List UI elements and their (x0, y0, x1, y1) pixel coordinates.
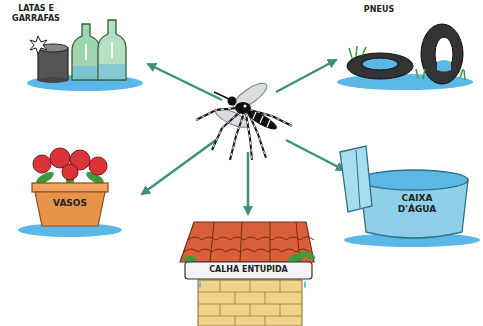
cans-and-bottles-part (98, 20, 126, 80)
tires-part-part (349, 46, 366, 58)
cans-and-bottles (27, 20, 143, 91)
arrow (142, 60, 344, 214)
arrow-part (247, 152, 250, 214)
clogged-gutter-part (185, 262, 312, 279)
cans-and-bottles-part (111, 42, 113, 58)
clogged-gutter-part-part (220, 304, 221, 316)
clogged-gutter-part (198, 280, 302, 326)
cans-and-bottles-part (73, 66, 99, 79)
tires-part (437, 60, 451, 72)
mosquito-part-part (253, 112, 256, 119)
clogged-gutter-part (199, 280, 306, 289)
clogged-gutter-part-part (265, 292, 266, 304)
clogged-gutter-part-part (250, 304, 251, 316)
mosquito-part (214, 92, 229, 99)
mosquito (196, 79, 292, 160)
clogged-gutter-part-part (210, 222, 214, 262)
flower-pot-part (35, 192, 105, 226)
mosquito-part-part (212, 112, 240, 150)
mosquito-part-part (196, 108, 238, 120)
clogged-gutter-part-part (299, 249, 316, 261)
cans-and-bottles-part (38, 48, 68, 80)
tires-part (349, 46, 465, 80)
tires-part-part (416, 69, 465, 80)
flower-pot (18, 148, 122, 237)
clogged-gutter-part-part (250, 280, 251, 292)
mosquito-part-part (260, 116, 263, 123)
clogged-gutter-part-part (270, 222, 271, 262)
clogged-gutter-part-part (188, 237, 314, 240)
mosquito-part-part (267, 120, 270, 127)
cans-and-bottles-part (72, 24, 100, 80)
clogged-gutter-part-part (183, 256, 197, 262)
arrow-part (286, 140, 344, 170)
tires-part (347, 53, 413, 79)
flower-pot-part (32, 183, 108, 192)
tires-part (421, 24, 463, 84)
clogged-gutter-part-part (265, 316, 266, 326)
mosquito-part (235, 102, 251, 114)
flower-pot-part-part (33, 155, 51, 173)
clogged-gutter-part-part (280, 304, 281, 316)
cans-and-bottles-part (85, 44, 87, 60)
clogged-gutter-part-part (240, 222, 242, 262)
flower-pot-part-part (62, 164, 78, 180)
mosquito-part-part (246, 114, 252, 160)
water-tank-part (340, 146, 372, 212)
flower-pot-part-part (89, 157, 107, 175)
clogged-gutter-part-part (280, 280, 281, 292)
tires-part (435, 37, 453, 71)
flower-pot-part (33, 148, 107, 180)
tires (337, 24, 473, 90)
mosquito-part-part (196, 108, 238, 120)
water-tank (340, 146, 480, 247)
clogged-gutter (180, 222, 317, 326)
mosquito-part (253, 112, 270, 127)
mosquito-part (196, 108, 292, 160)
part-label: CAIXA D'ÁGUA (386, 193, 448, 215)
clogged-gutter-part-part (220, 280, 221, 292)
water-tank-part (360, 170, 468, 190)
mosquito-part (245, 107, 279, 133)
arrow-part (276, 60, 336, 92)
mosquito-part (228, 97, 237, 106)
mosquito-part (196, 108, 292, 160)
cans-and-bottles-part (30, 36, 47, 54)
part-label: VASOS (40, 198, 100, 209)
clogged-gutter-part-part (184, 249, 310, 252)
arrow-part (142, 140, 216, 194)
clogged-gutter-part-part (235, 316, 236, 326)
clogged-gutter-part-part (235, 292, 236, 304)
mosquito-part (244, 105, 247, 108)
arrow-part (148, 64, 222, 100)
mosquito-part-part (230, 113, 244, 160)
part-label: PNEUS (354, 5, 404, 15)
cans-and-bottles-part (99, 64, 125, 79)
mosquito-part-part (230, 113, 244, 160)
part-label: CALHA ENTUPIDA (185, 265, 312, 275)
mosquito-part-part (246, 114, 252, 160)
clogged-gutter-part (198, 280, 302, 326)
tires-part (362, 58, 398, 70)
part-label: LATAS E GARRAFAS (4, 4, 68, 23)
cans-and-bottles-part (38, 77, 68, 83)
water-tank-part (356, 150, 360, 208)
mosquito-part (230, 79, 271, 113)
mosquito-part-part (212, 112, 240, 150)
